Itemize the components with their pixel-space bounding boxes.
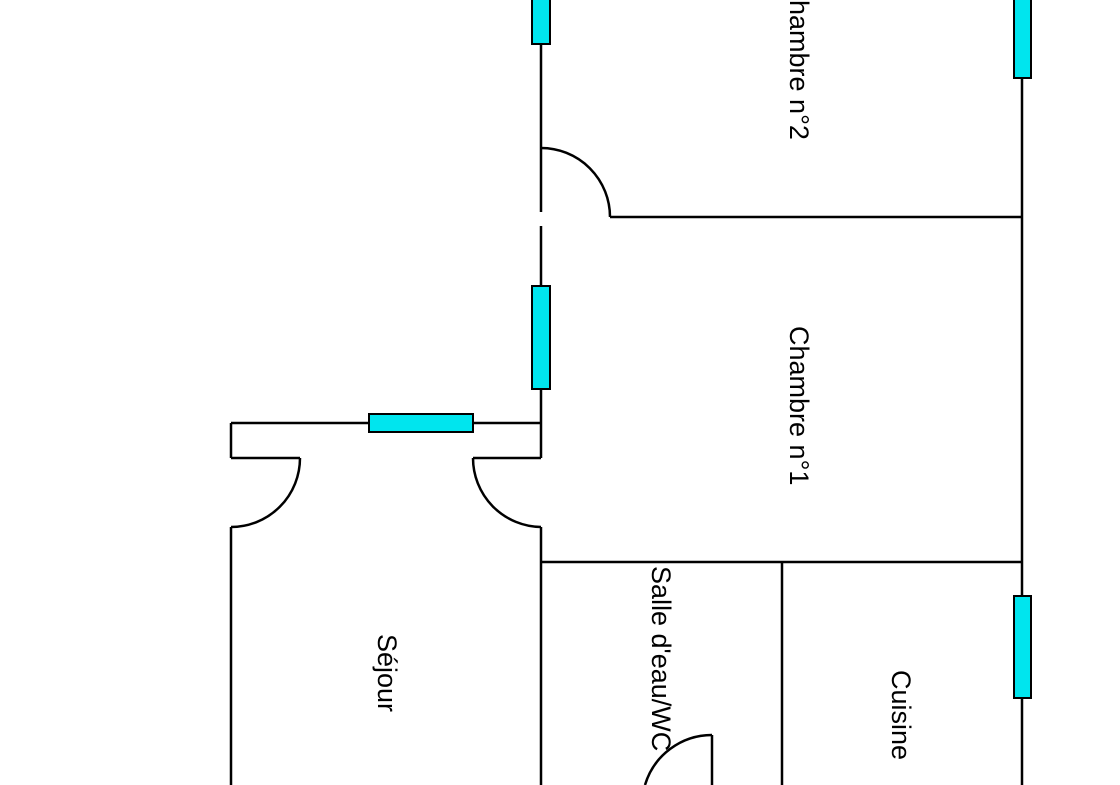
room-label-cuisine: Cuisine [886,670,916,760]
room-labels: hambre n°2 Chambre n°1 Salle d'eau/WC Cu… [372,0,916,760]
door-chambre2-arc [540,146,612,218]
window-cuisine-right [1013,595,1032,699]
window-chambre1-left [531,285,551,390]
window-sejour-top [368,413,474,433]
room-label-salle-eau: Salle d'eau/WC [646,566,676,751]
window-chambre2-right [1013,0,1032,79]
doors [230,146,713,785]
windows [368,0,1032,699]
room-label-chambre2: hambre n°2 [784,0,814,140]
walls [229,0,1024,785]
room-label-sejour: Séjour [372,634,402,712]
door-salle-eau-arc [643,733,713,785]
room-label-chambre1: Chambre n°1 [784,326,814,485]
door-sejour-right-arc [471,457,542,529]
door-sejour-left-arc [230,457,302,529]
window-chambre2-left [531,0,551,45]
